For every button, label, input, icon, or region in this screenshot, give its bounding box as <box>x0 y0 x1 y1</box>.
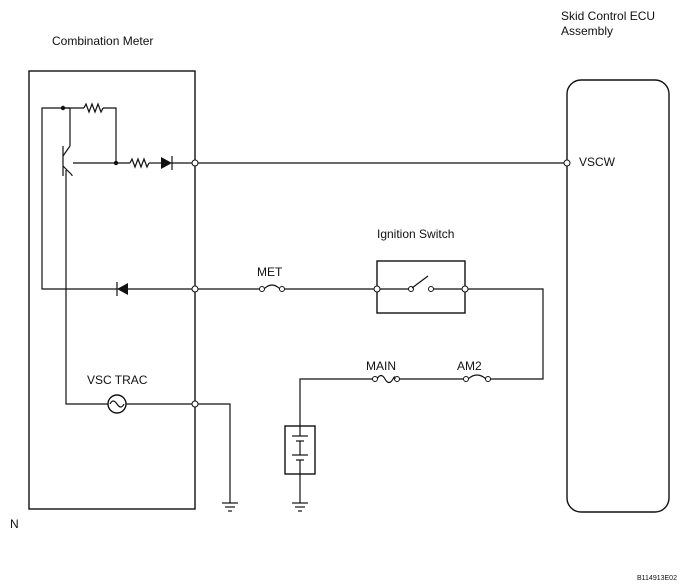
vscw-terminal-label: VSCW <box>579 155 616 169</box>
diode-lower <box>116 282 128 296</box>
am2-fuse <box>463 374 491 382</box>
ig-to-am2-wire <box>468 288 544 380</box>
ignition-terminal-right <box>461 285 469 293</box>
met-fuse-label: MET <box>257 265 283 279</box>
vsc-trac-lamp-icon <box>107 394 127 414</box>
ignition-switch-box <box>376 260 466 314</box>
ignition-terminal-left <box>373 285 381 293</box>
vsc-trac-label: VSC TRAC <box>87 373 148 387</box>
skid-ecu-label-line1: Skid Control ECU <box>561 9 655 23</box>
battery-symbol <box>284 425 316 475</box>
ecu-terminal-vscw <box>563 159 571 167</box>
diode-upper <box>161 156 173 170</box>
meter-terminal-ig <box>191 285 199 293</box>
am2-fuse-label: AM2 <box>457 359 482 373</box>
corner-n-label: N <box>10 517 19 531</box>
main-fuse-label: MAIN <box>366 359 396 373</box>
meter-ground-wire <box>198 403 231 503</box>
figure-code-label: B114913E02 <box>637 575 677 582</box>
meter-ground-icon <box>222 502 238 512</box>
skid-ecu-label-line2: Assembly <box>561 24 613 38</box>
main-fusible-link <box>372 374 400 384</box>
combination-meter-box <box>28 70 196 510</box>
combination-meter-label: Combination Meter <box>52 34 153 48</box>
battery-wire <box>299 378 373 426</box>
transistor-circuit <box>41 102 161 405</box>
meter-terminal-vscw <box>191 159 199 167</box>
ignition-switch-contact <box>377 275 465 292</box>
battery-ground-icon <box>292 502 308 512</box>
ignition-switch-label: Ignition Switch <box>377 227 454 241</box>
meter-terminal-ground <box>191 400 199 408</box>
met-fuse <box>259 284 285 292</box>
skid-control-ecu-box <box>566 79 670 513</box>
